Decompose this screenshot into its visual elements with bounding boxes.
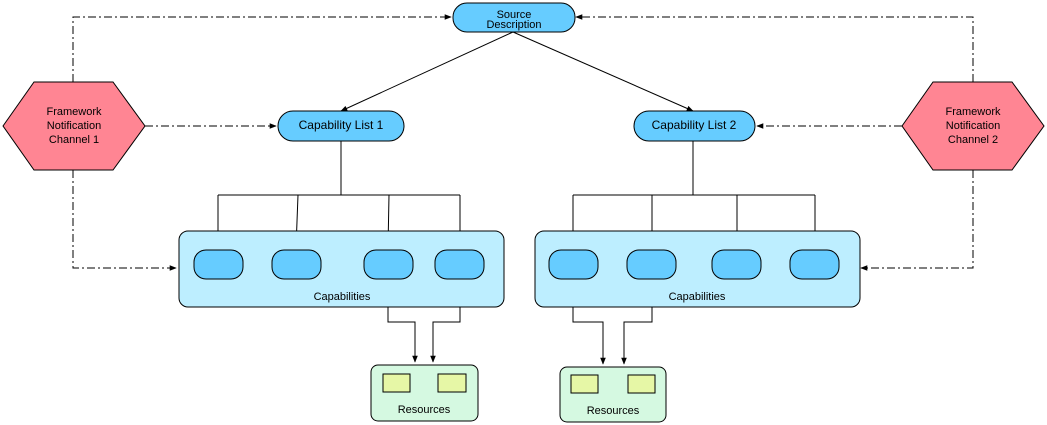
capabilities-2-container: [534, 230, 861, 308]
framework-channel-1-node[interactable]: Framework Notification Channel 1: [2, 81, 146, 171]
capability-1-4[interactable]: [434, 249, 485, 280]
capability-2-2[interactable]: [626, 249, 677, 280]
framework-channel-2-line-1: Framework: [945, 106, 1001, 118]
notification-connectors: [72, 14, 974, 271]
capabilities-1-label: Capabilities: [314, 291, 371, 303]
resources-2-group[interactable]: Resources: [559, 366, 667, 423]
edge-channel-2-to-source: [575, 14, 974, 82]
framework-channel-1-hexagon: [2, 81, 146, 171]
source-description-shape: [452, 2, 576, 33]
edge-channel-1-to-source: [72, 14, 452, 82]
capability-list-2-shape: [633, 110, 756, 142]
resource-2-2[interactable]: [627, 374, 656, 394]
source-description-label-line-2: Description: [486, 19, 541, 31]
capabilities-2-label: Capabilities: [669, 291, 726, 303]
framework-channel-2-line-3: Channel 2: [948, 134, 998, 146]
framework-channel-1-line-2: Notification: [47, 120, 101, 132]
capabilities-1-container: [178, 230, 505, 308]
resources-1-group[interactable]: Resources: [370, 364, 479, 422]
capability-1-3[interactable]: [363, 249, 414, 280]
resource-1-2[interactable]: [437, 373, 467, 393]
capability-list-1-node[interactable]: Capability List 1: [277, 110, 405, 142]
capability-1-1[interactable]: [193, 249, 244, 280]
edge-source-to-list-1: [340, 31, 514, 112]
edge-channel-1-to-capabilities-1: [72, 170, 177, 271]
capability-list-1-label: Capability List 1: [299, 118, 384, 132]
capability-2-1[interactable]: [548, 249, 599, 280]
resources-2-label: Resources: [587, 405, 640, 417]
framework-channel-2-line-2: Notification: [946, 120, 1000, 132]
source-description-node[interactable]: Source Description: [452, 2, 576, 33]
resource-1-1[interactable]: [382, 373, 411, 393]
framework-channel-1-line-1: Framework: [46, 106, 102, 118]
capability-1-2[interactable]: [271, 249, 322, 280]
connectors: [215, 31, 818, 365]
capabilities-1-group[interactable]: Capabilities: [178, 230, 505, 308]
capability-list-2-node[interactable]: Capability List 2: [633, 110, 756, 142]
capabilities-2-group[interactable]: Capabilities: [534, 230, 861, 308]
framework-channel-2-node[interactable]: Framework Notification Channel 2: [901, 81, 1045, 171]
capability-2-4[interactable]: [789, 249, 840, 280]
source-description-label-line-1: Source: [497, 9, 532, 21]
resource-2-1[interactable]: [570, 374, 599, 394]
capability-2-3[interactable]: [711, 249, 762, 280]
capability-list-2-label: Capability List 2: [652, 118, 737, 132]
edge-channel-2-to-capabilities-2: [860, 170, 974, 271]
framework-channel-2-hexagon: [901, 81, 1045, 171]
framework-channel-1-line-3: Channel 1: [49, 134, 99, 146]
capability-list-1-shape: [277, 110, 405, 142]
resources-1-label: Resources: [398, 404, 451, 416]
edge-source-to-list-2: [512, 31, 694, 112]
